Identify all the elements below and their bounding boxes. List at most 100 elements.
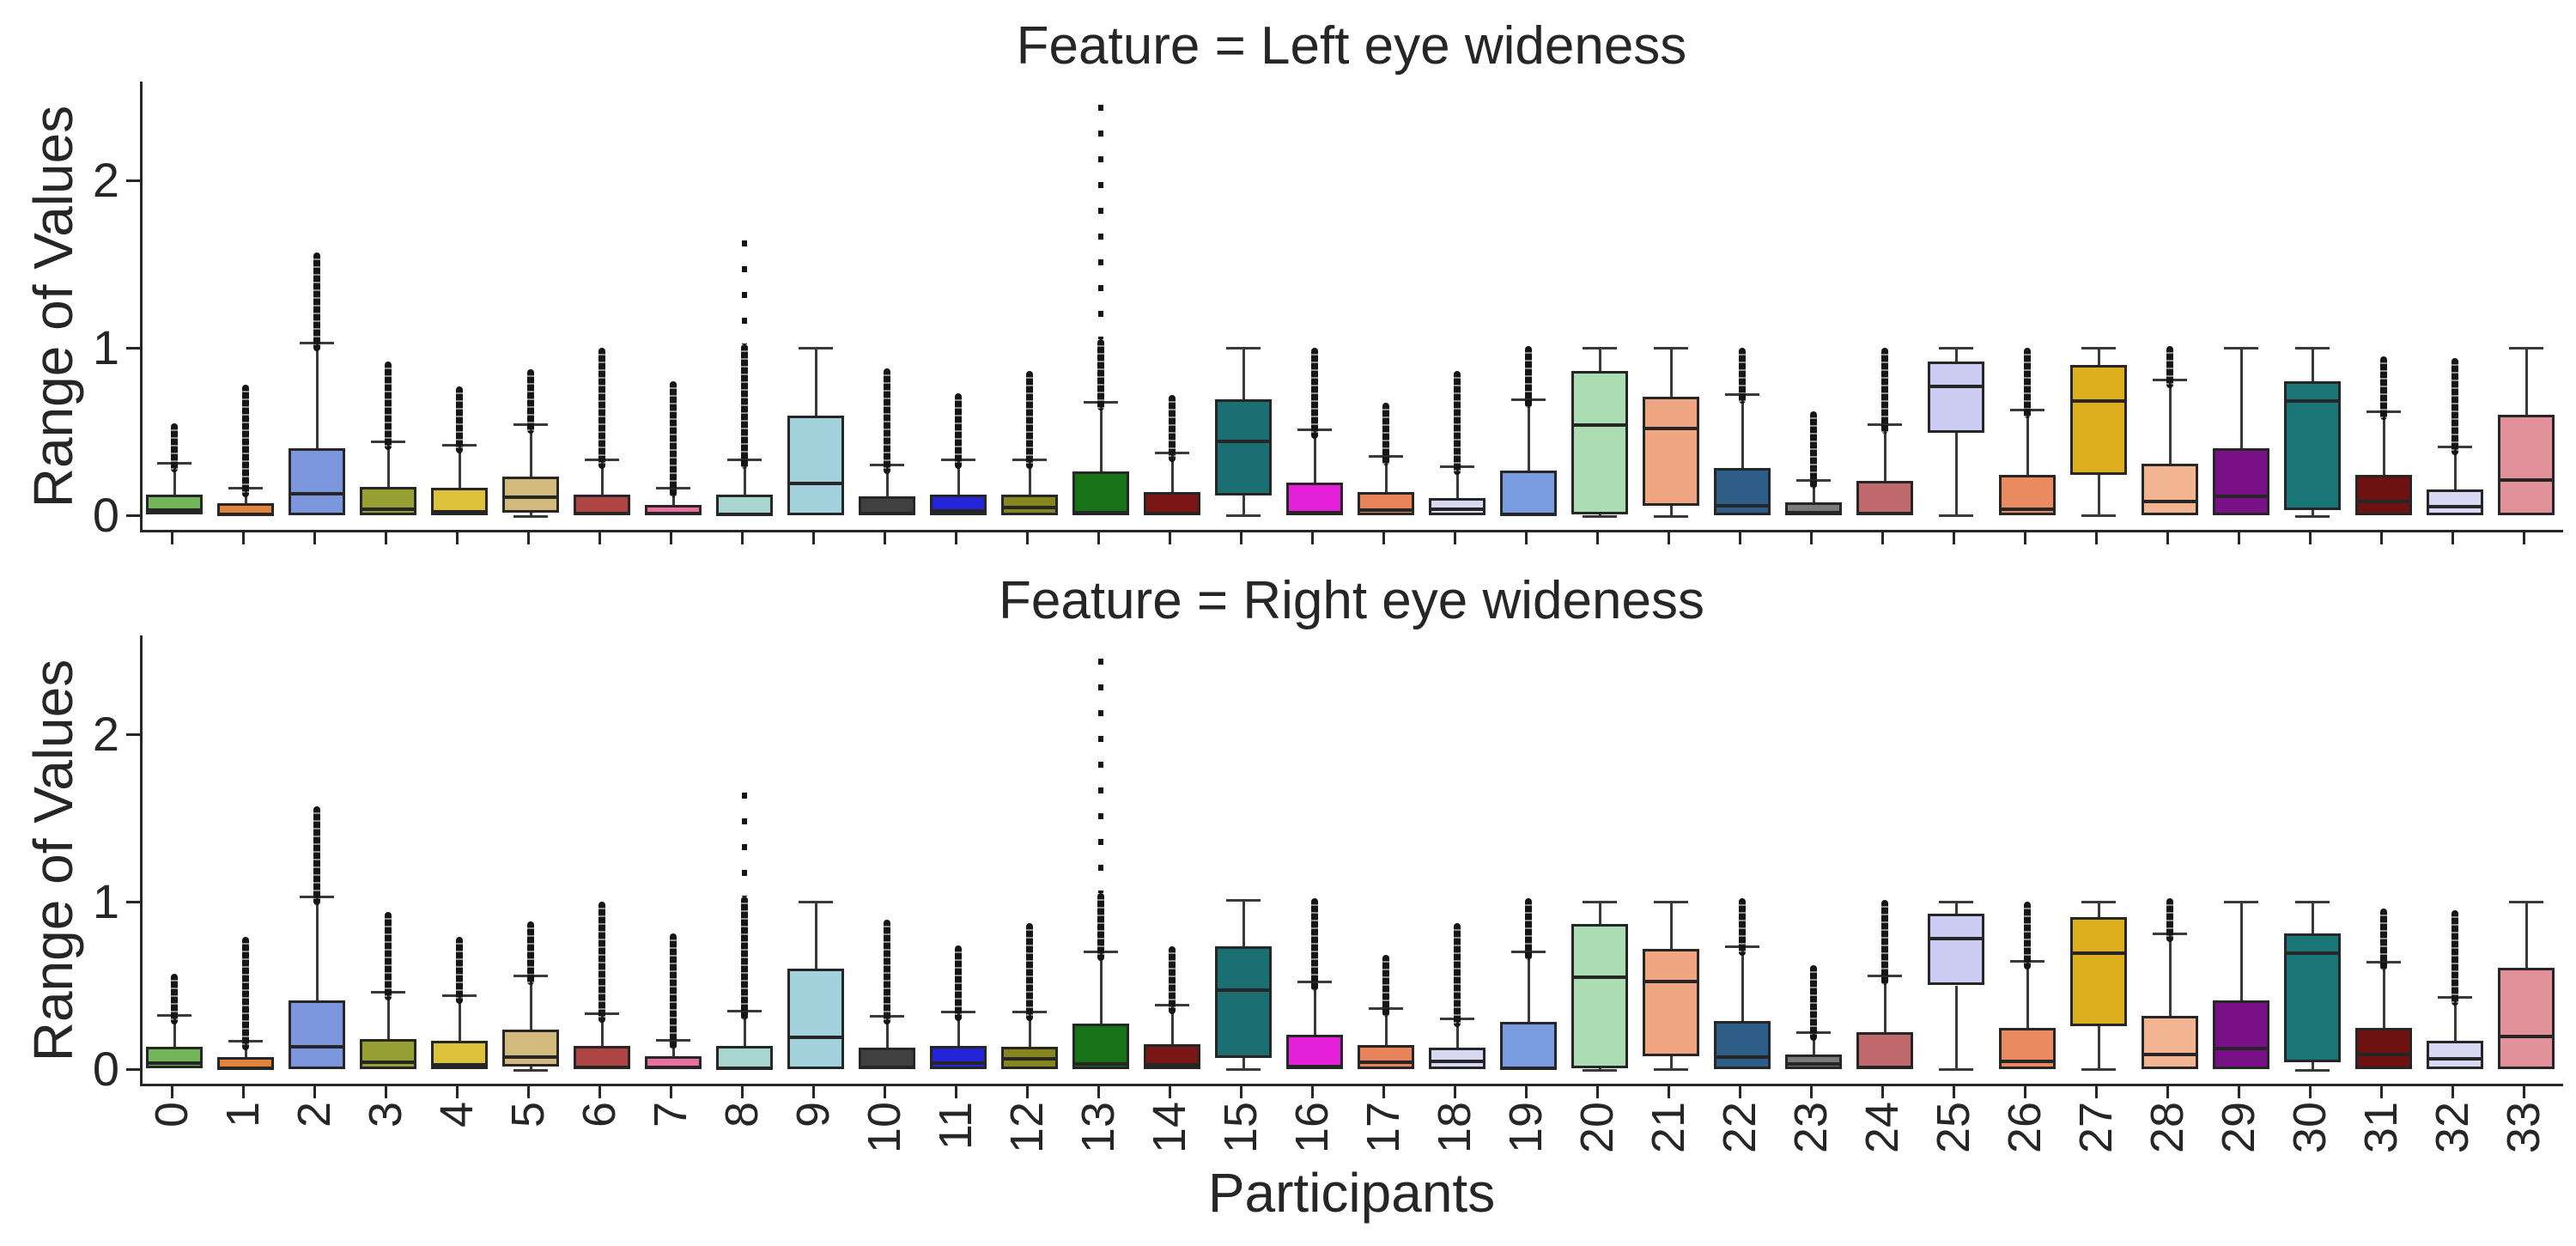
outlier-column xyxy=(1739,348,1746,404)
x-tick-label: 17 xyxy=(1358,1102,1409,1154)
whisker-cap-lower xyxy=(1654,515,1688,519)
x-tick-label: 31 xyxy=(2355,1102,2407,1154)
outlier-column xyxy=(527,369,534,434)
box-participant-17 xyxy=(1358,1044,1414,1069)
whisker-upper xyxy=(2239,348,2243,448)
box-participant-32 xyxy=(2427,489,2483,515)
x-tick-mark xyxy=(2023,1086,2026,1098)
outlier-column xyxy=(741,344,748,469)
x-tick-mark xyxy=(2522,1086,2525,1098)
x-tick-mark xyxy=(2023,532,2026,544)
x-tick-mark xyxy=(1239,1086,1242,1098)
whisker-cap-upper xyxy=(1226,346,1261,349)
x-tick-mark xyxy=(526,532,530,544)
median-line xyxy=(1928,384,1984,388)
box-participant-20 xyxy=(1571,923,1628,1069)
box-participant-28 xyxy=(2142,1015,2198,1069)
whisker-upper xyxy=(2453,447,2457,489)
median-line xyxy=(1001,1057,1058,1061)
box-participant-13 xyxy=(1072,1024,1129,1069)
whisker-lower xyxy=(2311,510,2314,517)
whisker-upper xyxy=(743,459,746,495)
whisker-upper xyxy=(2026,410,2029,476)
x-tick-mark xyxy=(2451,1086,2454,1098)
median-line xyxy=(2427,1057,2483,1061)
median-line xyxy=(574,512,630,516)
box-participant-31 xyxy=(2355,1027,2412,1069)
y-tick-mark xyxy=(126,514,140,517)
outlier-column xyxy=(1881,900,1888,985)
whisker-upper xyxy=(1883,424,1886,481)
whisker-upper xyxy=(1384,1008,1388,1045)
box-participant-24 xyxy=(1856,481,1913,515)
median-line xyxy=(431,1062,488,1067)
outlier-column xyxy=(1311,348,1318,439)
whisker-upper xyxy=(1242,348,1245,400)
x-tick-mark xyxy=(1382,1086,1385,1098)
whisker-upper xyxy=(1527,399,1530,471)
outlier-sparse-column xyxy=(1098,105,1103,340)
outlier-column xyxy=(1739,898,1746,956)
whisker-upper xyxy=(1099,951,1103,1024)
median-line xyxy=(2498,1034,2555,1038)
whisker-cap-upper xyxy=(2509,900,2543,903)
whisker-upper xyxy=(1812,1032,1815,1055)
median-line xyxy=(1785,511,1842,515)
x-tick-mark xyxy=(384,1086,387,1098)
axes-left-eye xyxy=(140,82,2563,532)
median-line xyxy=(859,1066,915,1070)
outlier-column xyxy=(2380,909,2387,971)
subplot-title-left-eye: Feature = Left eye wideness xyxy=(1016,16,1687,76)
box-participant-27 xyxy=(2070,364,2127,476)
x-tick-label: 27 xyxy=(2070,1102,2122,1154)
x-tick-label: 25 xyxy=(1928,1102,1979,1154)
outlier-column xyxy=(1026,371,1033,469)
whisker-upper xyxy=(1313,429,1316,483)
x-tick-label: 3 xyxy=(360,1102,411,1128)
median-line xyxy=(2284,399,2341,404)
box-participant-11 xyxy=(930,494,987,515)
x-tick-label: 2 xyxy=(289,1102,340,1128)
x-tick-mark xyxy=(384,532,387,544)
whisker-cap-upper xyxy=(2224,900,2258,903)
x-tick-mark xyxy=(2451,532,2454,544)
whisker-cap-upper xyxy=(2081,346,2116,349)
median-line xyxy=(146,508,203,513)
outlier-column xyxy=(1382,955,1389,1017)
median-line xyxy=(716,513,773,517)
median-line xyxy=(431,510,488,514)
outlier-column xyxy=(1169,945,1176,1014)
x-tick-mark xyxy=(669,1086,672,1098)
x-tick-mark xyxy=(1738,1086,1741,1098)
median-line xyxy=(1714,1055,1771,1059)
x-tick-mark xyxy=(2379,532,2383,544)
whisker-upper xyxy=(1313,982,1316,1036)
x-tick-mark xyxy=(170,1086,173,1098)
outlier-column xyxy=(2451,909,2458,1006)
median-line xyxy=(1999,1060,2056,1064)
whisker-upper xyxy=(814,902,817,969)
outlier-column xyxy=(171,422,178,472)
outlier-column xyxy=(598,902,605,1023)
x-tick-mark xyxy=(811,1086,815,1098)
whisker-upper xyxy=(1099,402,1103,472)
box-participant-18 xyxy=(1429,1048,1485,1069)
outlier-column xyxy=(1311,898,1318,991)
median-line xyxy=(146,1061,203,1065)
whisker-upper xyxy=(1242,900,1245,946)
median-line xyxy=(1500,513,1557,517)
median-line xyxy=(1144,511,1200,515)
median-line xyxy=(1500,1067,1557,1071)
whisker-upper xyxy=(2311,902,2314,934)
x-tick-mark xyxy=(1168,1086,1171,1098)
median-line xyxy=(1856,1066,1913,1070)
median-line xyxy=(2213,1047,2269,1050)
median-line xyxy=(645,511,702,515)
outlier-column xyxy=(2380,356,2387,421)
box-participant-33 xyxy=(2498,415,2555,515)
x-tick-label: 24 xyxy=(1856,1102,1908,1154)
box-participant-20 xyxy=(1571,371,1628,515)
outlier-column xyxy=(171,973,178,1024)
whisker-cap-lower xyxy=(1226,514,1261,517)
